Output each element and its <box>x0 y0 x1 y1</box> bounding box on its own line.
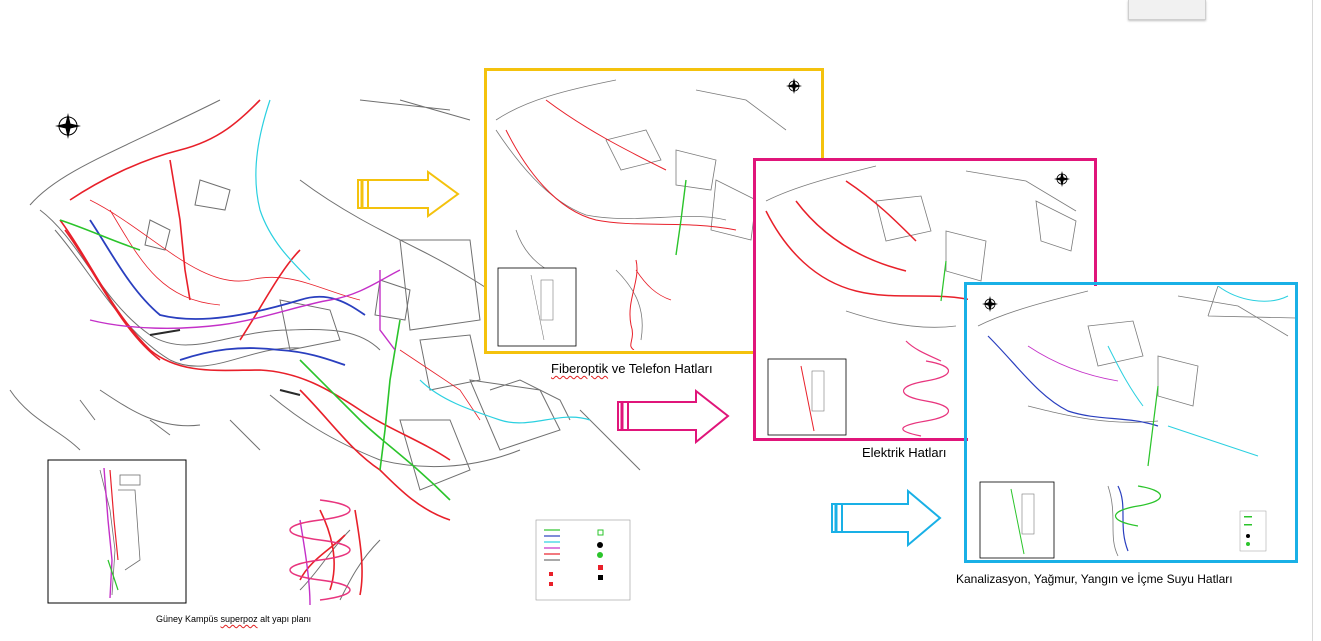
caption-kanalizasyon: Kanalizasyon, Yağmur, Yangın ve İçme Suy… <box>956 572 1233 586</box>
north-arrow-icon <box>1054 171 1070 187</box>
panel-kanalizasyon <box>968 286 1296 561</box>
page-edge <box>1312 0 1313 641</box>
right-arrow-icon <box>354 170 464 220</box>
main-superposed-map <box>0 90 650 610</box>
frame-kanalizasyon <box>964 282 1298 563</box>
spellcheck-word: superpoz <box>220 614 258 624</box>
caption-elektrik: Elektrik Hatları <box>862 445 947 460</box>
north-arrow-icon <box>786 78 802 94</box>
north-arrow-icon <box>55 113 81 139</box>
caption-main-plan: Güney Kampüs superpoz alt yapı planı <box>156 614 312 624</box>
north-arrow-icon <box>982 296 998 312</box>
caption-fiberoptik: Fiberoptik ve Telefon Hatları <box>551 361 713 376</box>
spellcheck-word: Fiberoptik <box>551 361 609 376</box>
right-arrow-icon <box>828 488 946 548</box>
right-arrow-icon <box>614 388 734 446</box>
window-tab[interactable] <box>1128 0 1206 20</box>
